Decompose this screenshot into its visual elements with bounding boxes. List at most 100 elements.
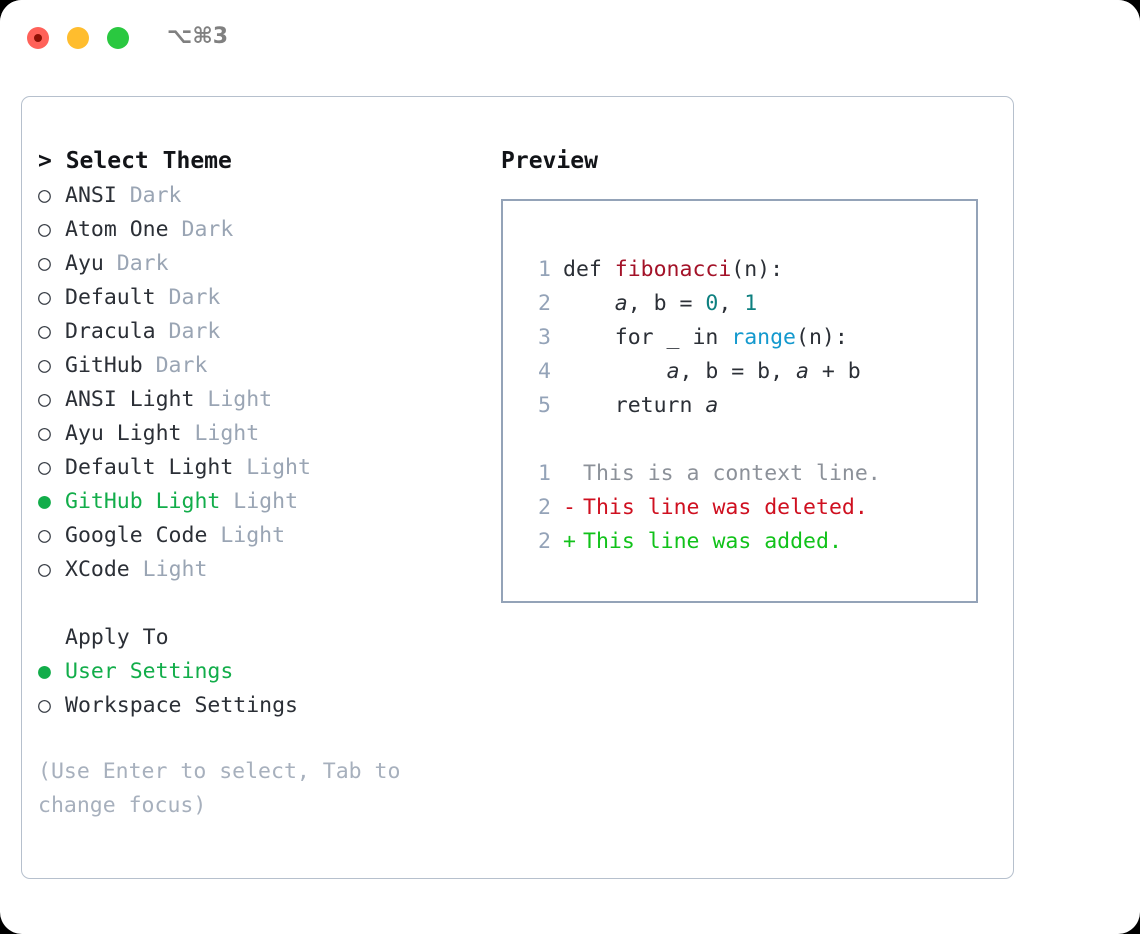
radio-unselected-icon: ○ bbox=[38, 421, 51, 446]
line-number: 2 bbox=[538, 495, 551, 520]
radio-selected-icon: ● bbox=[38, 489, 51, 514]
theme-settings-card: > Select Theme ○ANSI Dark○Atom One Dark○… bbox=[21, 96, 1014, 879]
radio-unselected-icon: ○ bbox=[38, 251, 51, 276]
code-token: 0 bbox=[705, 291, 719, 316]
code-token: fibonacci bbox=[614, 257, 732, 282]
theme-option[interactable]: ○ Ayu Dark bbox=[38, 247, 483, 281]
radio-unselected-icon: ○ bbox=[38, 523, 51, 548]
zoom-button[interactable] bbox=[107, 27, 129, 49]
theme-option[interactable]: ○ ANSI Dark bbox=[38, 179, 483, 213]
theme-variant-badge: Light bbox=[220, 489, 299, 514]
theme-option[interactable]: ○ Dracula Dark bbox=[38, 315, 483, 349]
code-token: (n): bbox=[796, 325, 848, 350]
theme-option-label: Default Light bbox=[65, 455, 234, 480]
diff-marker: + bbox=[563, 529, 576, 554]
radio-unselected-icon: ○ bbox=[38, 285, 51, 310]
theme-list: ○ANSI Dark○Atom One Dark○Ayu Dark○Defaul… bbox=[38, 179, 483, 587]
theme-variant-badge: Light bbox=[207, 523, 286, 548]
radio-unselected-icon: ○ bbox=[38, 319, 51, 344]
theme-variant-badge: Dark bbox=[116, 183, 182, 208]
keyboard-hint-text: (Use Enter to select, Tab to change focu… bbox=[38, 759, 401, 818]
diff-sample: 1 This is a context line. 2-This line was… bbox=[523, 457, 976, 559]
theme-option-label: GitHub bbox=[65, 353, 143, 378]
theme-variant-badge: Light bbox=[233, 455, 311, 480]
select-theme-header: > Select Theme bbox=[38, 148, 232, 174]
code-token: , b = b, bbox=[679, 359, 797, 384]
theme-option-label: Ayu bbox=[65, 251, 104, 276]
theme-option-label: Atom One bbox=[65, 217, 169, 242]
theme-option[interactable]: ○Default Light Light bbox=[38, 451, 483, 485]
theme-option[interactable]: ○ ANSI Light Light bbox=[38, 383, 483, 417]
code-token: a bbox=[614, 291, 628, 316]
diff-marker bbox=[563, 457, 583, 491]
code-line: 5 return a bbox=[523, 389, 976, 423]
code-token: def bbox=[563, 257, 615, 282]
diff-line-text: This line was added. bbox=[583, 529, 842, 554]
diff-line-text: This line was deleted. bbox=[583, 495, 868, 520]
apply-to-option-label: User Settings bbox=[65, 659, 234, 684]
theme-option-label: ANSI bbox=[65, 183, 117, 208]
theme-option-label: Default bbox=[65, 285, 156, 310]
code-token: + b bbox=[808, 359, 861, 384]
diff-line-text: This is a context line. bbox=[583, 461, 881, 486]
diff-line: 2 + This line was added. bbox=[523, 525, 976, 559]
preview-header: Preview bbox=[501, 148, 598, 174]
theme-option[interactable]: ○XCode Light bbox=[38, 553, 483, 587]
code-token: , b = bbox=[627, 291, 706, 316]
theme-variant-badge: Dark bbox=[142, 353, 208, 378]
theme-variant-badge: Dark bbox=[155, 285, 221, 310]
theme-option[interactable]: ○ Default Dark bbox=[38, 281, 483, 315]
code-token: , bbox=[718, 291, 745, 316]
theme-variant-badge: Dark bbox=[155, 319, 221, 344]
apply-to-header: Apply To bbox=[65, 625, 169, 650]
theme-option-label: Dracula bbox=[65, 319, 156, 344]
code-token bbox=[563, 359, 667, 384]
close-icon bbox=[34, 34, 42, 42]
radio-unselected-icon: ○ bbox=[38, 183, 51, 208]
line-number: 2 bbox=[538, 291, 551, 316]
theme-option-label: ANSI Light bbox=[65, 387, 195, 412]
code-token: a bbox=[666, 359, 680, 384]
code-line: 4 a, b = b, a + b bbox=[523, 355, 976, 389]
theme-selection-pane: > Select Theme ○ANSI Dark○Atom One Dark○… bbox=[38, 143, 483, 823]
radio-unselected-icon: ○ bbox=[38, 557, 51, 582]
keyboard-shortcut-label: ⌥⌘3 bbox=[167, 24, 229, 49]
line-number: 1 bbox=[538, 461, 551, 486]
theme-option[interactable]: ○ Atom One Dark bbox=[38, 213, 483, 247]
apply-to-option[interactable]: ○ Workspace Settings bbox=[38, 689, 483, 723]
line-number: 5 bbox=[538, 393, 551, 418]
radio-unselected-icon: ○ bbox=[38, 387, 51, 412]
theme-variant-badge: Dark bbox=[168, 217, 234, 242]
radio-unselected-icon: ○ bbox=[38, 217, 51, 242]
radio-unselected-icon: ○ bbox=[38, 353, 51, 378]
line-number: 4 bbox=[538, 359, 551, 384]
theme-variant-badge: Dark bbox=[103, 251, 169, 276]
apply-to-option-label: Workspace Settings bbox=[65, 693, 298, 718]
code-token: a bbox=[796, 359, 809, 384]
theme-option[interactable]: ○Google Code Light bbox=[38, 519, 483, 553]
theme-option-label: GitHub Light bbox=[65, 489, 221, 514]
code-token: return bbox=[563, 393, 706, 418]
code-line: 2 a, b = 0, 1 bbox=[523, 287, 976, 321]
code-token: 1 bbox=[744, 291, 758, 316]
minimize-button[interactable] bbox=[67, 27, 89, 49]
theme-option[interactable]: ○ GitHub Dark bbox=[38, 349, 483, 383]
theme-option-label: Ayu Light bbox=[65, 421, 182, 446]
list-spacer bbox=[38, 587, 483, 621]
code-token: a bbox=[705, 393, 719, 418]
code-diff-spacer bbox=[523, 423, 976, 457]
code-token bbox=[563, 291, 615, 316]
theme-variant-badge: Light bbox=[194, 387, 273, 412]
diff-marker: - bbox=[563, 495, 576, 520]
radio-unselected-icon: ○ bbox=[38, 693, 51, 718]
line-number: 2 bbox=[538, 529, 551, 554]
theme-option[interactable]: ○ Ayu Light Light bbox=[38, 417, 483, 451]
theme-option[interactable]: ● GitHub Light Light bbox=[38, 485, 483, 519]
code-token: (n): bbox=[731, 257, 784, 282]
apply-to-option[interactable]: ●User Settings bbox=[38, 655, 483, 689]
theme-variant-badge: Light bbox=[181, 421, 260, 446]
